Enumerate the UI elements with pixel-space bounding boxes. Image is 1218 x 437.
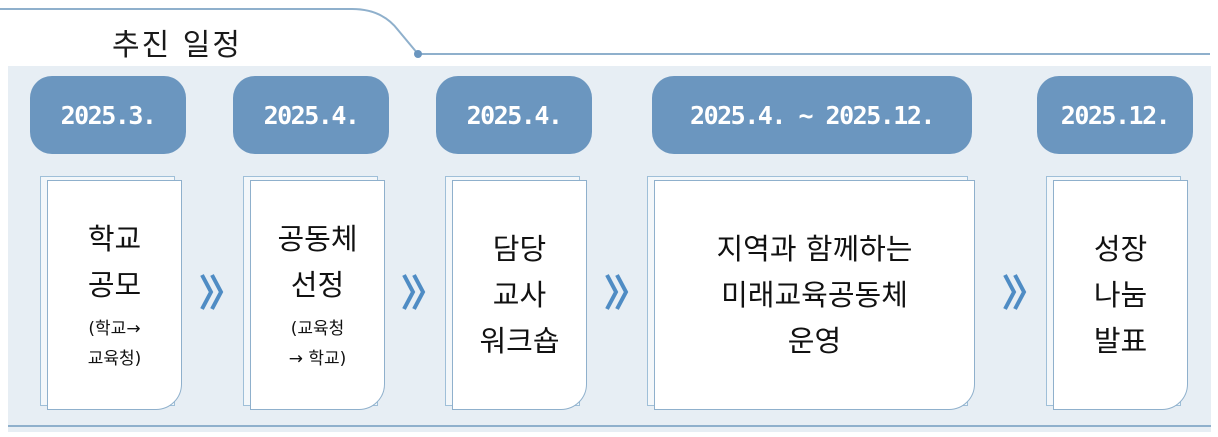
stage-note-line: (교육청 xyxy=(290,319,345,339)
stage-line: 워크숍 xyxy=(479,324,560,358)
stage-title: 담당 교사 워크숍 xyxy=(479,226,559,364)
stage-note-line: → 학교) xyxy=(288,349,347,369)
stage-note-line: 교육청) xyxy=(87,349,142,369)
stage-line: 공모 xyxy=(87,268,142,302)
stage-card-2: 공동체 선정 (교육청 → 학교) xyxy=(243,176,385,410)
stage-line: 담당 xyxy=(492,232,547,266)
card-body: 지역과 함께하는 미래교육공동체 운영 xyxy=(654,180,975,410)
stage-line: 학교 xyxy=(87,222,142,256)
stage-card-3: 담당 교사 워크숍 xyxy=(445,176,587,410)
date-pill-1: 2025.3. xyxy=(30,76,186,154)
stage-line: 발표 xyxy=(1093,324,1148,358)
double-chevron-right-icon xyxy=(1003,274,1027,310)
stage-note: (학교→ 교육청) xyxy=(88,314,142,374)
stage-card-5: 성장 나눔 발표 xyxy=(1046,176,1188,410)
card-body: 담당 교사 워크숍 xyxy=(452,180,587,410)
double-chevron-right-icon xyxy=(605,274,629,310)
stage-line: 운영 xyxy=(787,324,842,358)
stage-line: 공동체 xyxy=(277,222,358,256)
double-chevron-right-icon xyxy=(402,274,426,310)
date-pill-5: 2025.12. xyxy=(1037,76,1193,154)
stage-line: 선정 xyxy=(290,268,345,302)
stage-card-1: 학교 공모 (학교→ 교육청) xyxy=(40,176,182,410)
double-chevron-right-icon xyxy=(200,274,224,310)
stage-line: 교사 xyxy=(492,278,547,312)
stage-title: 성장 나눔 발표 xyxy=(1094,226,1147,364)
card-body: 성장 나눔 발표 xyxy=(1053,180,1188,410)
card-body: 학교 공모 (학교→ 교육청) xyxy=(47,180,182,410)
stage-note: (교육청 → 학교) xyxy=(289,314,347,374)
stage-card-4: 지역과 함께하는 미래교육공동체 운영 xyxy=(647,176,975,410)
section-title: 추진 일정 xyxy=(112,28,242,63)
bottom-rule xyxy=(8,425,1211,427)
header-divider xyxy=(0,8,1210,58)
stage-note-line: (학교→ xyxy=(88,319,141,339)
date-pill-3: 2025.4. xyxy=(436,76,592,154)
schedule-panel xyxy=(8,66,1211,432)
date-pill-4: 2025.4. ~ 2025.12. xyxy=(652,76,972,154)
stage-title: 지역과 함께하는 미래교육공동체 운영 xyxy=(717,226,913,364)
stage-line: 나눔 xyxy=(1093,278,1148,312)
stage-line: 미래교육공동체 xyxy=(721,278,908,312)
stage-line: 성장 xyxy=(1093,232,1148,266)
stage-title: 학교 공모 xyxy=(88,216,141,308)
card-body: 공동체 선정 (교육청 → 학교) xyxy=(250,180,385,410)
stage-title: 공동체 선정 xyxy=(277,216,357,308)
date-pill-2: 2025.4. xyxy=(233,76,389,154)
stage-line: 지역과 함께하는 xyxy=(716,232,913,266)
